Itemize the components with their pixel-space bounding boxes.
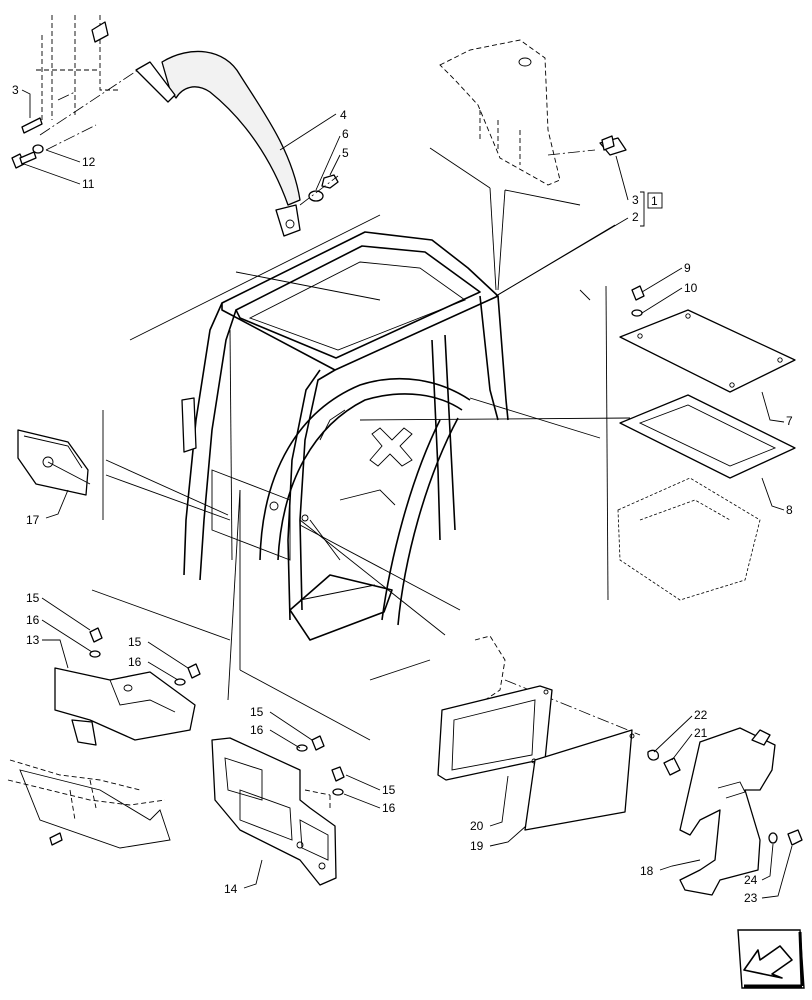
- label-15-right: 15: [382, 783, 396, 797]
- label-12: 12: [82, 155, 96, 169]
- washer-12: [32, 144, 44, 154]
- label-13: 13: [26, 633, 40, 647]
- washer-24: [768, 832, 778, 844]
- washer-10: [631, 309, 643, 317]
- top-left-group: [11, 15, 339, 237]
- label-21: 21: [694, 726, 708, 740]
- label-3-left: 3: [12, 83, 19, 97]
- gasket-8: [619, 394, 796, 479]
- label-16-center: 16: [250, 723, 264, 737]
- label-16-left: 16: [26, 613, 40, 627]
- top-right-group: [439, 39, 627, 186]
- bolt-15c: [311, 735, 325, 751]
- label-16-mid: 16: [128, 655, 142, 669]
- label-7: 7: [786, 414, 793, 428]
- washer-16c: [296, 744, 308, 752]
- lamp-group: [17, 429, 91, 496]
- label-6: 6: [342, 127, 349, 141]
- bolt-15b: [187, 663, 201, 679]
- label-10: 10: [684, 281, 698, 295]
- pin-small: [49, 832, 63, 846]
- cover-19: [524, 729, 633, 831]
- label-22: 22: [694, 708, 708, 722]
- cover-plate-7: [619, 309, 796, 393]
- callouts: 3 4 6 5 12 11 3 2 1 9 10 7 8: [12, 83, 793, 905]
- panel-14-group: [211, 735, 345, 886]
- panel-14: [211, 737, 337, 886]
- label-18: 18: [640, 864, 654, 878]
- washer-16: [89, 650, 101, 658]
- screw-23: [787, 829, 803, 846]
- label-9: 9: [684, 261, 691, 275]
- label-4: 4: [340, 108, 347, 122]
- label-11: 11: [82, 177, 95, 191]
- washer-16b: [174, 678, 186, 686]
- fender-4: [161, 50, 301, 206]
- label-8: 8: [786, 503, 793, 517]
- label-2: 2: [632, 210, 639, 224]
- arrow-icon[interactable]: [737, 929, 805, 989]
- label-16-right: 16: [382, 801, 396, 815]
- label-24: 24: [744, 873, 758, 887]
- label-5: 5: [342, 146, 349, 160]
- label-1: 1: [651, 194, 658, 208]
- bracket-18: [679, 727, 776, 896]
- screw-21: [663, 757, 681, 776]
- reference-lines: [91, 147, 631, 741]
- label-14: 14: [224, 882, 238, 896]
- label-23: 23: [744, 891, 758, 905]
- washer-22: [647, 749, 660, 761]
- label-20: 20: [470, 819, 484, 833]
- washer-16d: [332, 788, 344, 796]
- panel-20-19-18-group: [437, 635, 803, 896]
- bolt-3: [21, 117, 43, 134]
- label-19: 19: [470, 839, 484, 853]
- bolt-15: [89, 627, 103, 643]
- right-roof-panel-group: [617, 285, 796, 601]
- label-15-mid: 15: [128, 635, 142, 649]
- nut-5: [321, 174, 339, 189]
- screw-9: [631, 285, 645, 301]
- bracket-13-group: [7, 627, 201, 849]
- label-15-left: 15: [26, 591, 40, 605]
- label-17: 17: [26, 513, 40, 527]
- bolt-15d: [331, 766, 345, 782]
- label-15-center: 15: [250, 705, 264, 719]
- washer-6: [308, 190, 324, 202]
- label-3-right: 3: [632, 193, 639, 207]
